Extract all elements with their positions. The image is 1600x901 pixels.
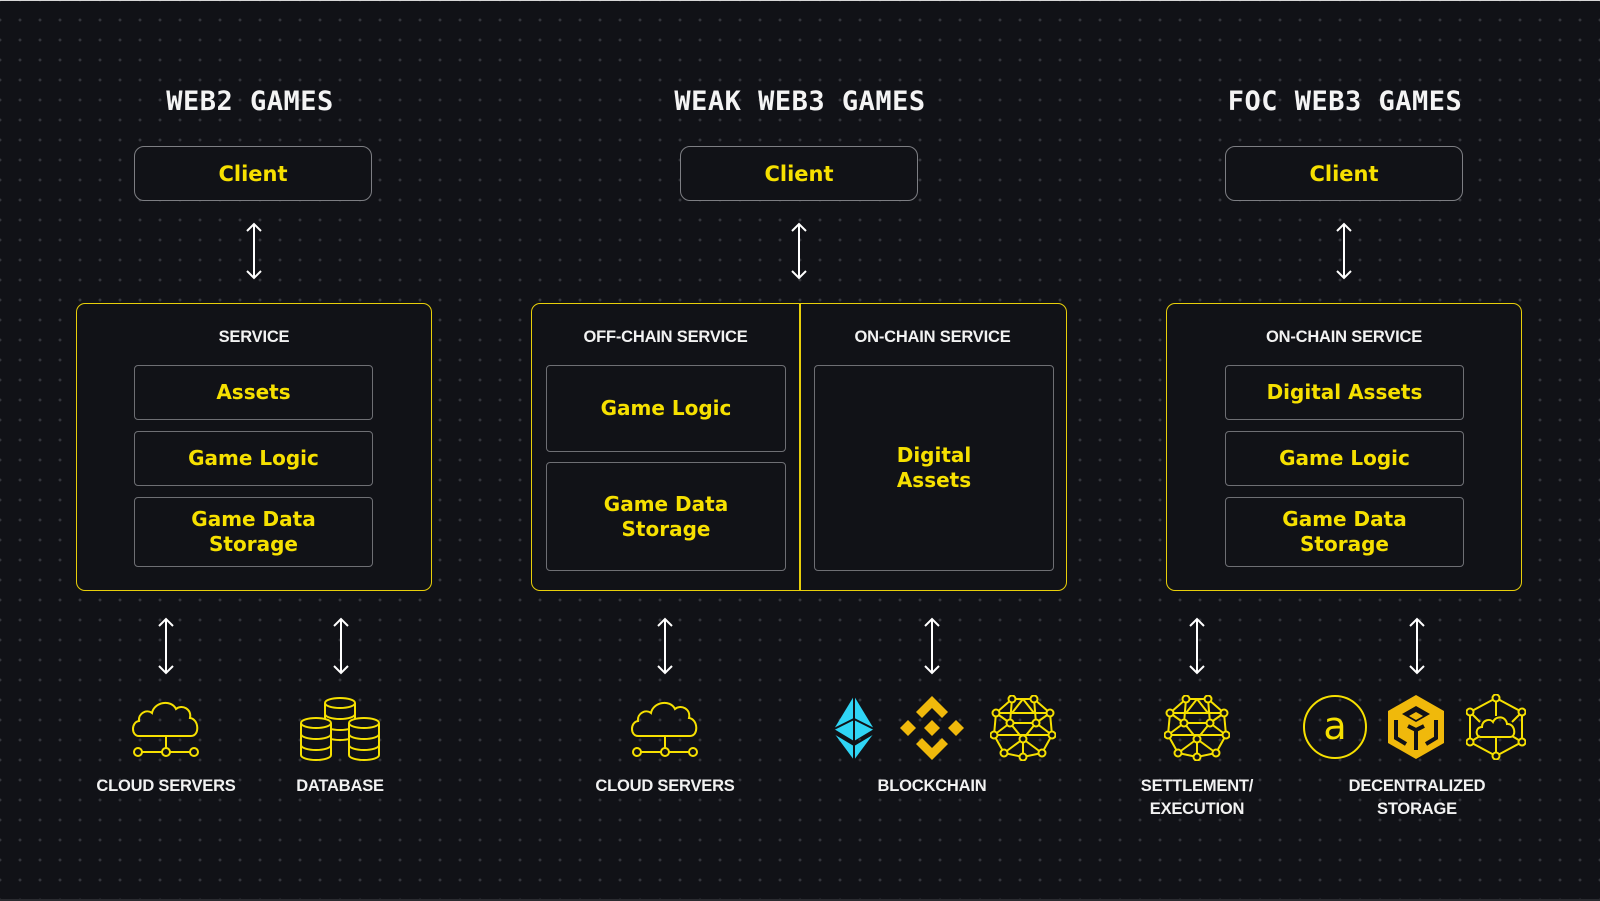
bidirectional-arrow-icon <box>1334 222 1354 280</box>
column-title: FOC WEB3 GAMES <box>1227 86 1463 117</box>
service-box: SERVICE Assets Game Logic Game Data Stor… <box>76 303 432 591</box>
service-item-game-data-storage: Game Data Storage <box>546 462 786 571</box>
backend-label-decentralized-storage: DECENTRALIZED STORAGE <box>1348 777 1486 818</box>
service-item-digital-assets: Digital Assets <box>814 365 1054 571</box>
ethereum-icon <box>832 695 876 761</box>
bidirectional-arrow-icon <box>156 617 176 675</box>
bnb-greenfield-icon <box>1386 694 1446 760</box>
service-item-assets: Assets <box>134 365 373 420</box>
service-item-game-logic: Game Logic <box>546 365 786 452</box>
service-label: ON-CHAIN SERVICE <box>1265 328 1422 346</box>
binance-icon <box>899 695 965 761</box>
arweave-icon: a <box>1302 694 1368 760</box>
bidirectional-arrow-icon <box>789 222 809 280</box>
service-label: SERVICE <box>218 328 290 346</box>
network-sphere-icon <box>1164 695 1230 761</box>
bidirectional-arrow-icon <box>1187 617 1207 675</box>
service-item-game-logic: Game Logic <box>134 431 373 486</box>
service-box: OFF-CHAIN SERVICE ON-CHAIN SERVICE Game … <box>531 303 1067 591</box>
column-title: WEAK WEB3 GAMES <box>674 86 926 117</box>
backend-label-database: DATABASE <box>296 777 384 795</box>
bidirectional-arrow-icon <box>331 617 351 675</box>
service-item-digital-assets: Digital Assets <box>1225 365 1464 420</box>
bottom-border <box>0 899 1600 901</box>
client-box: Client <box>1225 146 1463 201</box>
cloud-server-icon <box>628 694 702 758</box>
backend-label-settlement-execution: SETTLEMENT/ EXECUTION <box>1140 777 1254 818</box>
svg-text:a: a <box>1323 704 1346 748</box>
service-label-on-chain: ON-CHAIN SERVICE <box>854 328 1011 346</box>
cloud-server-icon <box>129 694 203 758</box>
service-label-off-chain: OFF-CHAIN SERVICE <box>583 328 748 346</box>
bidirectional-arrow-icon <box>1407 617 1427 675</box>
backend-label-cloud-servers: CLOUD SERVERS <box>96 777 236 795</box>
service-box: ON-CHAIN SERVICE Digital Assets Game Log… <box>1166 303 1522 591</box>
service-item-game-data-storage: Game Data Storage <box>1225 497 1464 567</box>
backend-label-cloud-servers: CLOUD SERVERS <box>595 777 735 795</box>
network-sphere-icon <box>990 695 1056 761</box>
cloud-hexagon-icon <box>1466 694 1526 760</box>
backend-label-blockchain: BLOCKCHAIN <box>877 777 987 795</box>
bidirectional-arrow-icon <box>244 222 264 280</box>
bidirectional-arrow-icon <box>655 617 675 675</box>
client-box: Client <box>680 146 918 201</box>
service-divider <box>799 304 801 590</box>
database-icon <box>298 697 382 763</box>
service-item-game-data-storage: Game Data Storage <box>134 497 373 567</box>
bidirectional-arrow-icon <box>922 617 942 675</box>
column-title: WEB2 GAMES <box>166 86 334 117</box>
service-item-game-logic: Game Logic <box>1225 431 1464 486</box>
top-border <box>0 0 1600 1</box>
client-box: Client <box>134 146 372 201</box>
